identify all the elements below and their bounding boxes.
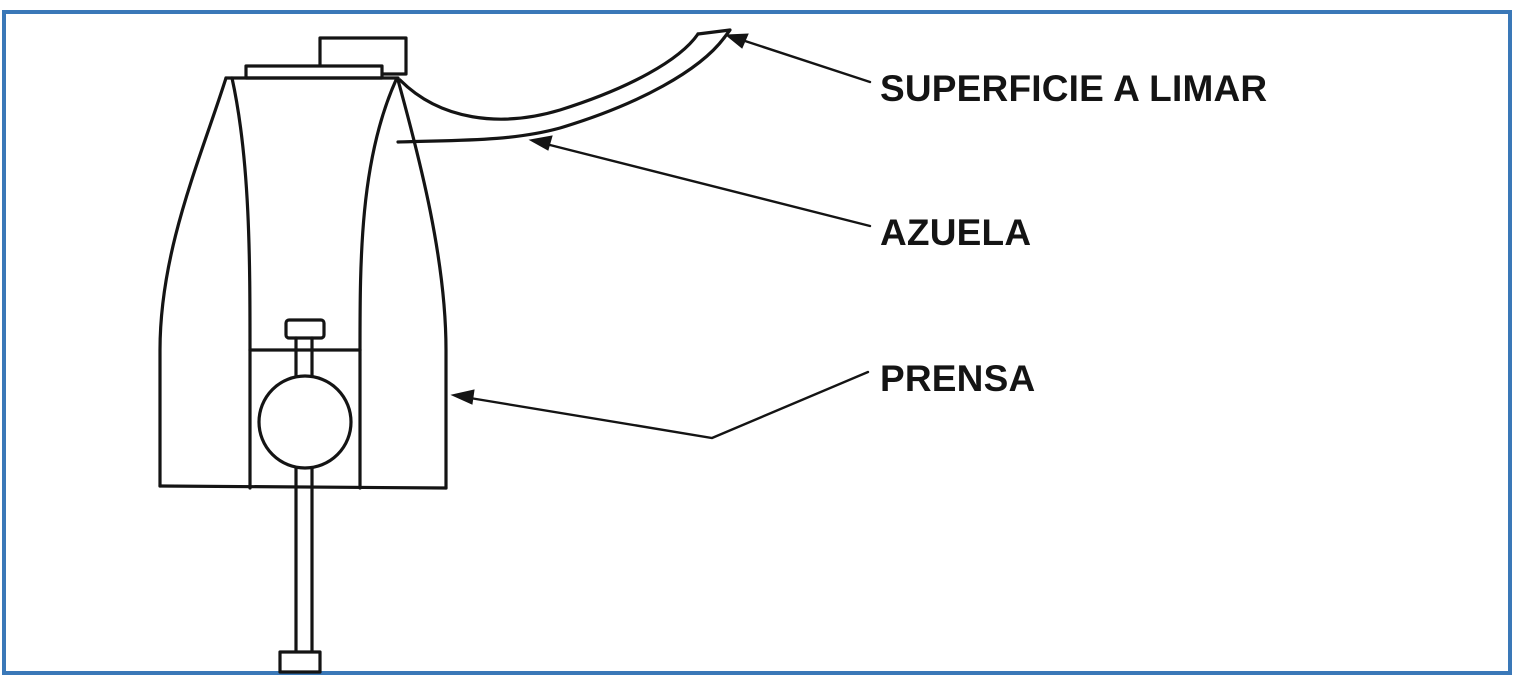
leader-azuela [528, 135, 872, 228]
leader-prensa [450, 370, 870, 440]
vise-body [158, 76, 448, 490]
azuela-file [396, 28, 732, 144]
leader-line-azuela [544, 142, 872, 228]
top-plate [244, 64, 384, 80]
leader-line-prensa [468, 370, 870, 440]
right-jaw-inner [358, 78, 398, 352]
leader-superficie [724, 33, 872, 84]
left-jaw-outer [158, 76, 228, 488]
vise-screw [257, 318, 353, 674]
arrowhead-azuela [528, 135, 553, 151]
file-tip [696, 28, 732, 40]
screw-cap [284, 318, 326, 340]
frame-border [2, 10, 1512, 675]
left-jaw-inner [230, 76, 252, 352]
label-azuela: AZUELA [880, 212, 1032, 253]
label-superficie-a-limar: SUPERFICIE A LIMAR [880, 68, 1268, 109]
label-prensa: PRENSA [880, 358, 1036, 399]
right-jaw-outer [396, 78, 448, 490]
body-bottom-edge [158, 484, 448, 490]
leader-line-superficie [740, 38, 872, 84]
file-upper-edge [398, 32, 700, 121]
arrowhead-superficie [724, 33, 749, 49]
arrowhead-prensa [450, 389, 475, 405]
file-lower-edge [396, 36, 726, 144]
screw-foot [278, 650, 322, 674]
screw-wheel [257, 374, 353, 470]
